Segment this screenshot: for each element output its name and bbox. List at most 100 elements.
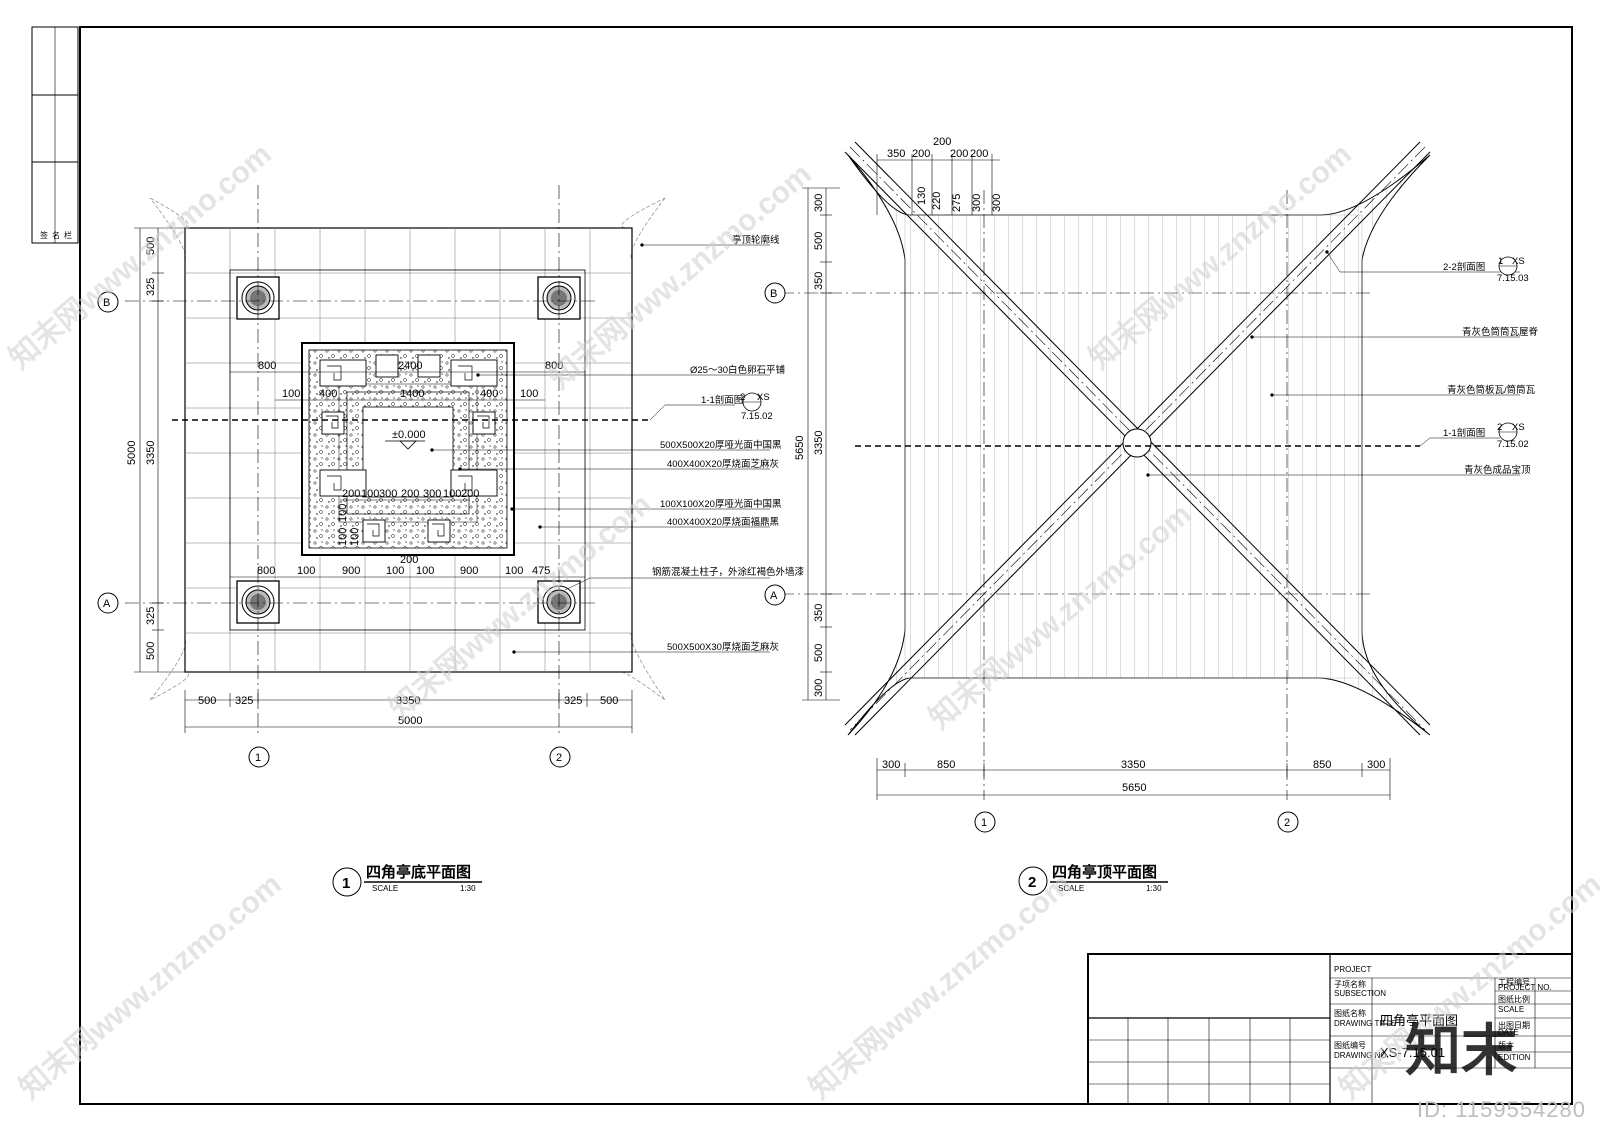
watermark-7: 知末网www.znzmo.com	[803, 868, 1077, 1106]
p1-title: 四角亭底平面图	[366, 863, 471, 881]
p1-title-number-bubble	[332, 867, 362, 897]
p1-dim-left-1: 500	[145, 237, 157, 255]
p1-dim-left-2: 325	[145, 278, 157, 296]
tb-scale-cn: 图纸比例	[1498, 994, 1530, 1004]
p1-inner-dim-r3-2: 100	[361, 488, 379, 500]
level-mark: ±0.000	[392, 429, 426, 441]
p1-inner-dim-top-1: 800	[258, 360, 276, 372]
p1-note-tile-5: 500X500X30厚烧面芝麻灰	[667, 641, 779, 653]
p2-note-ridge: 青灰色筒筒瓦屋脊	[1462, 326, 1539, 338]
p1-note-tile-2: 400X400X20厚烧面芝麻灰	[667, 458, 779, 470]
p1-dim-bottom-3: 3350	[396, 695, 420, 707]
plan-1-base-plan: ±0.000 B A 1 2 500 325 3350 325 500 5000	[97, 185, 805, 897]
plan-2-roof-plan: B A 1 2 300 850 3350 850 300 5650 350 20…	[764, 136, 1539, 896]
p1-inner-dim-top-2: 2400	[398, 360, 422, 372]
p2-dim-top-5: 200	[970, 148, 988, 160]
tb-scale-en: SCALE	[1498, 1005, 1524, 1014]
p2-dim-bottom-1: 300	[882, 759, 900, 771]
roof-finial	[1122, 428, 1152, 458]
p2-ref22-sheet: 7.15.03	[1497, 273, 1529, 284]
sheet-border	[79, 26, 1573, 1105]
p2-note-section-22: 2-2剖面图	[1443, 261, 1485, 273]
tb-drawing-no-cn: 图纸编号	[1334, 1040, 1366, 1050]
p1-inner-dim-r2-1: 100	[282, 388, 300, 400]
p2-dim-left-3: 350	[813, 272, 825, 290]
p1-inner-dim-r2-4: 400	[480, 388, 498, 400]
p2-dim-left-2: 500	[813, 232, 825, 250]
tb-drawing-title-cn: 图纸名称	[1334, 1008, 1366, 1018]
tb-drawing-title-en: DRAWING TITLE	[1334, 1019, 1396, 1028]
p2-title-number: 2	[1028, 874, 1036, 891]
p2-dim-left-5: 350	[813, 604, 825, 622]
id-label: ID: 1159554280	[1417, 1097, 1586, 1122]
p1-inner-dim-r3-4: 200	[401, 488, 419, 500]
p2-note-finial: 青灰色成品宝顶	[1464, 464, 1531, 476]
p1-note-pebbles: Ø25～30白色卵石平铺	[690, 364, 785, 376]
p1-inner-dim-r3-3: 300	[379, 488, 397, 500]
p2-dim-bottom-4: 850	[1313, 759, 1331, 771]
p2-dim-bottom-3: 3350	[1121, 759, 1145, 771]
p1-inner-dim-r2-3: 1400	[400, 388, 424, 400]
p1-inner-dim-v-1: 100	[337, 528, 349, 546]
p2-dim-top-small-5: 300	[991, 194, 1003, 212]
p2-note-tiles: 青灰色筒板瓦/筒筒瓦	[1447, 384, 1536, 396]
p2-dim-top-small-3: 275	[951, 194, 963, 212]
p2-scale-value: 1:30	[1146, 884, 1162, 893]
p1-inner-dim-r3-5: 300	[423, 488, 441, 500]
p1-inner-dim-bot-7: 100	[505, 565, 523, 577]
p1-note-section: 1-1剖面图	[701, 394, 743, 406]
p2-dim-top-1: 350	[887, 148, 905, 160]
p2-dim-top-3: 200	[933, 136, 951, 148]
p2-dim-top-small-4: 300	[971, 194, 983, 212]
p2-ref11-num: 2	[1497, 422, 1502, 433]
p2-dim-bottom-5: 300	[1367, 759, 1385, 771]
title-block: PROJECT 子项名称 SUBSECTION 图纸名称 DRAWING TIT…	[1087, 953, 1573, 1105]
axis-a-label: A	[103, 598, 111, 610]
p2-title: 四角亭顶平面图	[1052, 863, 1157, 881]
p2-dim-top-2: 200	[912, 148, 930, 160]
tb-project-no-cn: 工程编号	[1498, 977, 1530, 987]
p1-dim-bottom-4: 325	[564, 695, 582, 707]
p2-ref11-code: XS	[1512, 422, 1525, 433]
p1-dim-left-5: 500	[145, 642, 157, 660]
p1-section-ref-sheet: 7.15.02	[741, 411, 773, 422]
watermark-1: 知末网www.znzmo.com	[3, 138, 277, 376]
p2-dim-left-total: 5650	[794, 436, 806, 460]
watermark-6: 知末网www.znzmo.com	[13, 868, 287, 1106]
p2-title-number-bubble	[1018, 866, 1048, 896]
p2-ref22-code: XS	[1512, 256, 1525, 267]
tb-edition-cn: 版本	[1498, 1040, 1514, 1050]
p1-inner-dim-r3-6: 100	[443, 488, 461, 500]
p1-inner-dim-200: 200	[400, 554, 418, 566]
p1-inner-dim-r2-5: 100	[520, 388, 538, 400]
p1-inner-dim-bot-6: 900	[460, 565, 478, 577]
tb-drawing-title-value: 四角亭平面图	[1380, 1013, 1458, 1028]
tb-date-en: DATE	[1498, 1028, 1519, 1037]
p2-dim-top-small-1: 130	[916, 187, 928, 205]
p1-inner-dim-bot-4: 100	[386, 565, 404, 577]
p2-axis-2-label: 2	[1284, 817, 1290, 829]
p1-section-ref-code: XS	[757, 392, 770, 403]
p1-inner-dim-bot-1: 800	[257, 565, 275, 577]
tb-project-no-en: PROJECT NO.	[1498, 983, 1552, 992]
p1-scale-value: 1:30	[460, 884, 476, 893]
p1-inner-dim-r3-7: 200	[461, 488, 479, 500]
p2-axis-a-label: A	[770, 590, 778, 602]
p2-axis-1-label: 1	[981, 817, 987, 829]
p2-dim-top-4: 200	[950, 148, 968, 160]
p1-note-tile-4: 400X400X20厚烧面福鼎黑	[667, 516, 779, 528]
tb-project: PROJECT	[1334, 965, 1371, 974]
p1-dim-bottom-1: 500	[198, 695, 216, 707]
p1-dim-bottom-5: 500	[600, 695, 618, 707]
side-tab-text-1: 签	[40, 230, 48, 240]
axis-b-label: B	[103, 297, 110, 309]
p1-inner-dim-bot-2: 100	[297, 565, 315, 577]
tb-drawing-no-value: XS-7.15.01	[1380, 1045, 1445, 1060]
tb-subsection-en: SUBSECTION	[1334, 989, 1386, 998]
tb-edition-en: EDITION	[1498, 1053, 1531, 1062]
p1-note-tile-3: 100X100X20厚哑光面中国黑	[660, 498, 782, 510]
p2-ref11-sheet: 7.15.02	[1497, 439, 1529, 450]
p1-inner-dim-r2-2: 400	[319, 388, 337, 400]
p1-note-tile-1: 500X500X20厚哑光面中国黑	[660, 439, 782, 451]
